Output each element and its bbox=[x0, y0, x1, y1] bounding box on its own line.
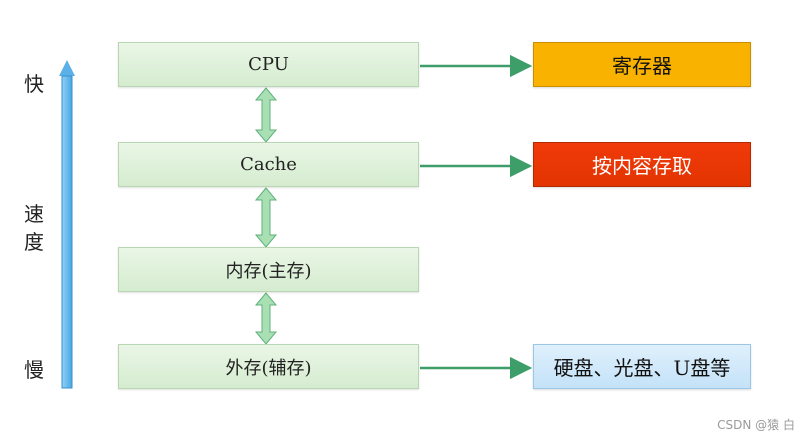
box-content-addressable: 按内容存取 bbox=[533, 142, 751, 187]
box-register: 寄存器 bbox=[533, 42, 751, 87]
double-arrow-cpu-cache bbox=[254, 87, 278, 143]
axis-label-speed: 速 度 bbox=[24, 202, 44, 254]
axis-label-fast: 快 bbox=[24, 72, 44, 96]
double-arrow-cache-memory bbox=[254, 187, 278, 248]
axis-label-slow: 慢 bbox=[24, 358, 44, 382]
box-secondary-storage: 外存(辅存) bbox=[118, 344, 419, 389]
box-main-memory: 内存(主存) bbox=[118, 247, 419, 292]
box-cpu: CPU bbox=[118, 42, 419, 87]
speed-axis-arrow bbox=[59, 60, 75, 389]
double-arrow-memory-storage bbox=[254, 292, 278, 345]
watermark-text: CSDN @猿 白 bbox=[717, 418, 795, 432]
box-cache: Cache bbox=[118, 142, 419, 187]
box-storage-devices: 硬盘、光盘、U盘等 bbox=[533, 344, 751, 389]
